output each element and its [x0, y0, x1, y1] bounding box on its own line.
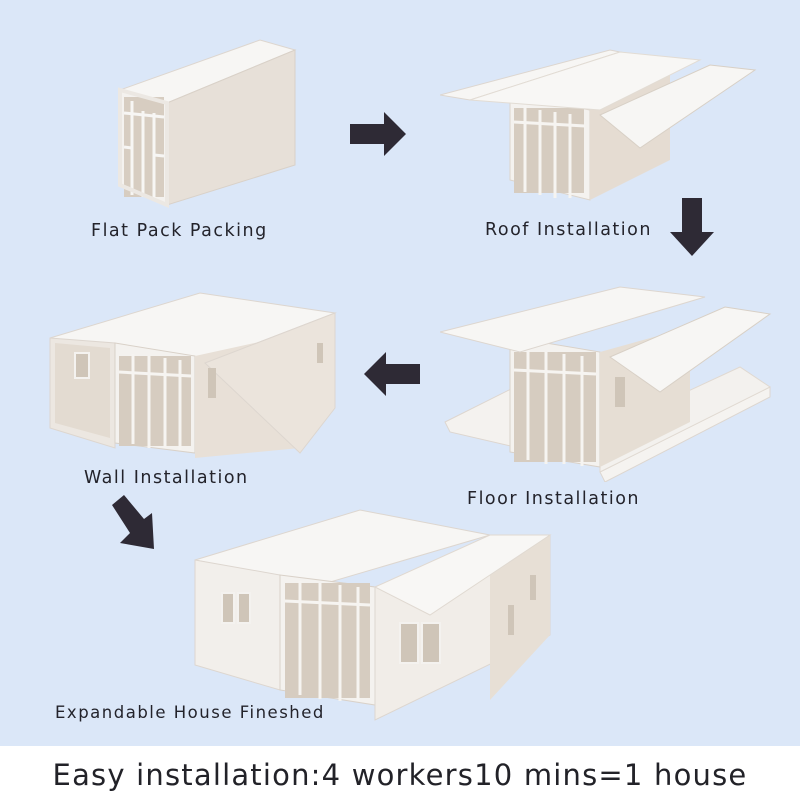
arrow-down-icon [670, 198, 716, 263]
arrow-down-right-icon [108, 495, 158, 556]
illustration-floor-installation [439, 282, 775, 483]
step-label-wall-installation: Wall Installation [84, 468, 249, 488]
illustration-flat-pack [110, 35, 300, 210]
folded-container-illustration [118, 39, 297, 209]
step-label-floor-installation: Floor Installation [467, 489, 641, 509]
illustration-wall-installation [45, 288, 340, 458]
arrow-right-icon [350, 112, 410, 165]
step-label-flat-pack: Flat Pack Packing [91, 221, 268, 241]
illustration-roof-installation [439, 40, 760, 210]
footer-band [0, 746, 800, 800]
arrow-left-icon [362, 352, 422, 405]
installation-summary: Easy installation:4 workers10 mins=1 hou… [52, 758, 748, 792]
step-label-finished: Expandable House Fineshed [55, 703, 325, 722]
step-label-roof-installation: Roof Installation [485, 220, 652, 240]
illustration-finished-house [190, 505, 555, 735]
